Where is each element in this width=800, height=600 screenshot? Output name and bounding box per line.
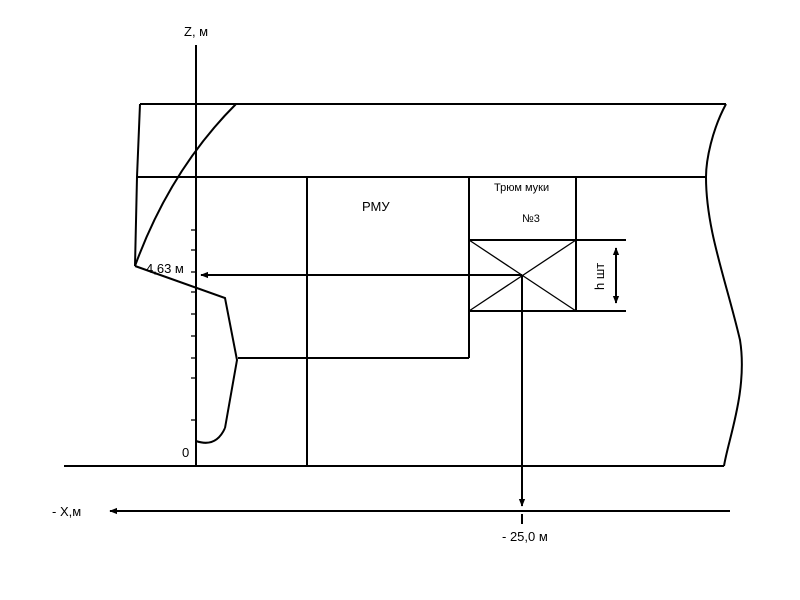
z-axis-ticks bbox=[191, 229, 196, 421]
x-axis-label: - X,м bbox=[52, 504, 81, 519]
stack-height-label: h шт bbox=[592, 263, 607, 290]
hold-title: Трюм муки bbox=[494, 182, 549, 194]
stern-contour-upper bbox=[134, 103, 141, 267]
zero-label: 0 bbox=[182, 445, 189, 460]
cg-x-label: - 25,0 м bbox=[502, 529, 548, 544]
rmu-label: РМУ bbox=[362, 199, 390, 214]
hold-number: №3 bbox=[522, 213, 540, 225]
stern-contour-lower bbox=[134, 265, 239, 429]
cg-height-label: 4,63 м bbox=[146, 261, 184, 276]
z-axis-label: Z, м bbox=[184, 24, 208, 39]
stern-curve bbox=[134, 103, 237, 267]
stern-bottom-curve bbox=[195, 427, 226, 444]
break-line bbox=[704, 103, 743, 467]
